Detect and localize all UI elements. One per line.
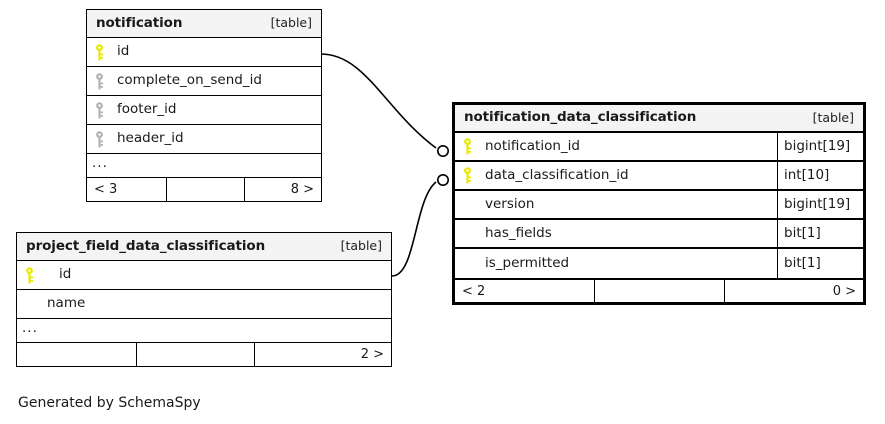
- column-cell: id: [87, 38, 321, 66]
- primary-key-icon: [95, 43, 117, 61]
- column-name: is_permitted: [485, 254, 570, 271]
- column-name: version: [485, 195, 535, 212]
- column-name: header_id: [117, 130, 184, 147]
- footer-incoming-count[interactable]: < 3: [87, 178, 167, 201]
- column-name: footer_id: [117, 101, 177, 118]
- table-row[interactable]: id: [17, 261, 391, 290]
- table-header-notification: notification [table]: [87, 10, 321, 38]
- column-cell: footer_id: [87, 96, 321, 124]
- table-row[interactable]: version bigint[19]: [455, 191, 863, 220]
- table-header-notification-data-classification: notification_data_classification [table]: [455, 105, 863, 133]
- table-type-tag: [table]: [340, 238, 382, 254]
- column-type: bit[1]: [777, 220, 863, 247]
- table-columns: id complete_on_send_id: [87, 38, 321, 177]
- table-row-more[interactable]: ...: [87, 154, 321, 177]
- footer-outgoing-count[interactable]: 2 >: [360, 347, 384, 362]
- table-row[interactable]: notification_id bigint[19]: [455, 133, 863, 162]
- column-type: bigint[19]: [777, 133, 863, 160]
- column-cell: complete_on_send_id: [87, 67, 321, 95]
- table-row[interactable]: footer_id: [87, 96, 321, 125]
- table-project-field-data-classification[interactable]: project_field_data_classification [table…: [16, 232, 392, 367]
- footer-incoming-count[interactable]: [17, 343, 137, 366]
- footer-incoming-count[interactable]: < 2: [455, 280, 595, 302]
- table-row[interactable]: is_permitted bit[1]: [455, 249, 863, 278]
- column-cell: data_classification_id: [455, 162, 777, 189]
- column-cell: name: [17, 290, 391, 318]
- footer-middle: [595, 280, 725, 302]
- column-name: name: [47, 295, 86, 312]
- generated-by-caption: Generated by SchemaSpy: [18, 395, 201, 411]
- table-row[interactable]: has_fields bit[1]: [455, 220, 863, 249]
- table-notification[interactable]: notification [table] id: [86, 9, 322, 202]
- table-row[interactable]: header_id: [87, 125, 321, 154]
- column-name: id: [117, 43, 130, 60]
- foreign-key-icon: [95, 101, 117, 119]
- table-columns: notification_id bigint[19]: [455, 133, 863, 278]
- table-footer-notification-data-classification: < 2 0 >: [455, 278, 863, 302]
- table-notification-data-classification[interactable]: notification_data_classification [table]: [452, 102, 866, 305]
- footer-outgoing-count[interactable]: 8 >: [290, 182, 314, 197]
- table-title: project_field_data_classification: [26, 237, 266, 254]
- table-title: notification_data_classification: [464, 109, 697, 126]
- table-footer-project-field-data-classification: 2 >: [17, 342, 391, 366]
- column-cell: ...: [87, 154, 321, 177]
- footer-middle: [137, 343, 255, 366]
- table-row[interactable]: id: [87, 38, 321, 67]
- table-header-project-field-data-classification: project_field_data_classification [table…: [17, 233, 391, 261]
- more-columns-indicator: ...: [92, 155, 108, 171]
- primary-key-icon: [25, 266, 59, 284]
- column-type: bit[1]: [777, 249, 863, 278]
- column-name: complete_on_send_id: [117, 72, 262, 89]
- table-footer-notification: < 3 8 >: [87, 177, 321, 201]
- column-name: has_fields: [485, 224, 552, 241]
- column-name: id: [59, 266, 72, 283]
- column-cell: has_fields: [455, 220, 777, 247]
- column-type: bigint[19]: [777, 191, 863, 218]
- footer-middle: [167, 178, 245, 201]
- column-cell: version: [455, 191, 777, 218]
- column-cell: notification_id: [455, 133, 777, 160]
- column-name: data_classification_id: [485, 166, 629, 183]
- footer-outgoing-count[interactable]: 0 >: [832, 283, 856, 299]
- table-title: notification: [96, 14, 183, 31]
- table-row[interactable]: data_classification_id int[10]: [455, 162, 863, 191]
- primary-key-icon: [463, 167, 485, 184]
- more-columns-indicator: ...: [22, 320, 38, 336]
- column-type: int[10]: [777, 162, 863, 189]
- relationship-notification-to-ndc: [320, 53, 464, 158]
- table-row-more[interactable]: ...: [17, 319, 391, 342]
- primary-key-icon: [463, 138, 485, 155]
- table-type-tag: [table]: [812, 109, 854, 125]
- table-type-tag: [table]: [270, 15, 312, 31]
- foreign-key-icon: [95, 130, 117, 148]
- column-cell: id: [17, 261, 391, 289]
- column-cell: header_id: [87, 125, 321, 153]
- foreign-key-icon: [95, 72, 117, 90]
- column-name: notification_id: [485, 137, 580, 154]
- column-cell: ...: [17, 319, 391, 342]
- column-cell: is_permitted: [455, 249, 777, 278]
- table-columns: id name ...: [17, 261, 391, 342]
- table-row[interactable]: complete_on_send_id: [87, 67, 321, 96]
- table-row[interactable]: name: [17, 290, 391, 319]
